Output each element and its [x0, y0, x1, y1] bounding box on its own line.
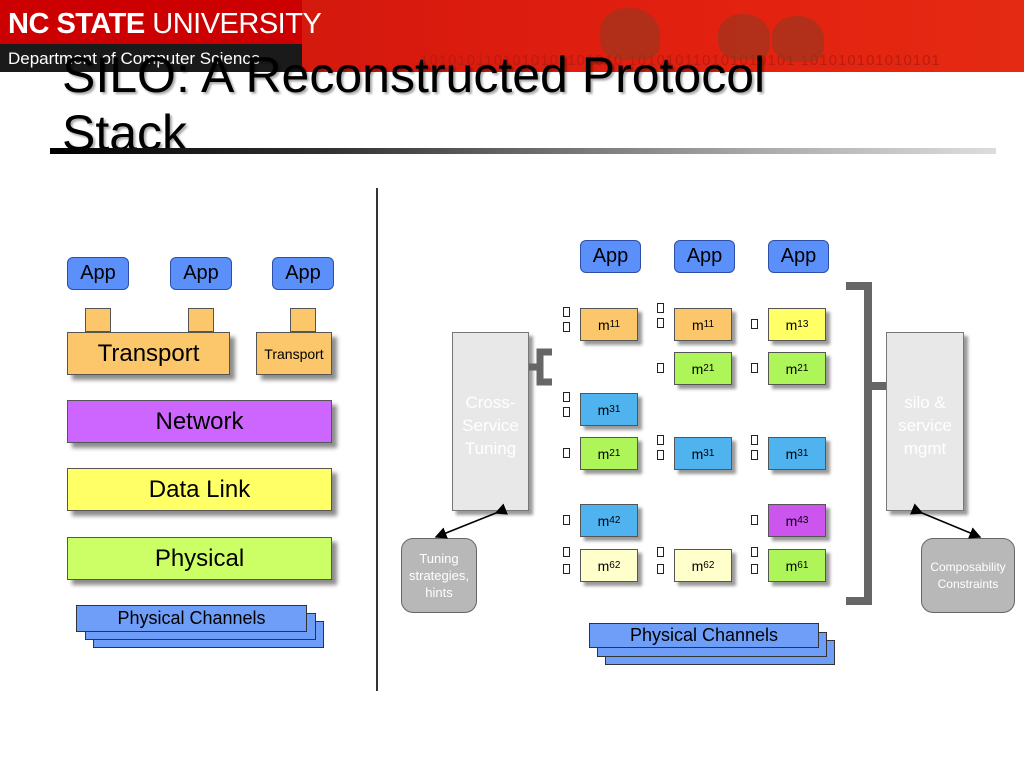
wolf-image	[772, 16, 824, 62]
connector	[751, 319, 758, 329]
transport-layer: Transport	[67, 332, 230, 375]
header-banner: NC STATE UNIVERSITY Department of Comput…	[0, 0, 1024, 72]
cross-service-tuning-panel: Cross- Service Tuning	[452, 332, 529, 511]
physical-channels-left: Physical Channels	[76, 605, 307, 632]
connector	[563, 392, 570, 402]
university-logo	[0, 0, 302, 44]
connector	[657, 450, 664, 460]
transport-port	[85, 308, 111, 332]
title-line-1: SILO: A Reconstructed Protocol	[62, 47, 766, 103]
transport-port	[188, 308, 214, 332]
physical-channels-right: Physical Channels	[589, 623, 819, 648]
left-app-3: App	[272, 257, 334, 290]
connector	[751, 547, 758, 557]
silo-service-mgmt-panel: silo & service mgmt	[886, 332, 964, 511]
connector	[563, 322, 570, 332]
connector	[751, 363, 758, 373]
panel-text: service	[898, 416, 952, 435]
title-underline	[50, 148, 996, 154]
note-text: Composability	[930, 559, 1006, 574]
connector	[657, 318, 664, 328]
composability-arrow	[910, 503, 982, 539]
connector	[563, 407, 570, 417]
note-text: hints	[425, 585, 453, 600]
physical-layer: Physical	[67, 537, 332, 580]
panel-text: Service	[462, 416, 519, 435]
connector	[751, 450, 758, 460]
connector	[657, 564, 664, 574]
network-layer: Network	[67, 400, 332, 443]
note-text: strategies,	[409, 568, 469, 583]
right-app-2: App	[674, 240, 735, 273]
slide-title: SILO: A Reconstructed Protocol Stack	[62, 46, 765, 162]
connector	[751, 435, 758, 445]
wolf-image	[718, 14, 770, 60]
right-app-3: App	[768, 240, 829, 273]
connector	[657, 435, 664, 445]
connector	[563, 448, 570, 458]
data-link-layer: Data Link	[67, 468, 332, 511]
right-app-1: App	[580, 240, 641, 273]
connector	[563, 547, 570, 557]
connector	[751, 564, 758, 574]
connector	[751, 515, 758, 525]
tuning-strategies-note: Tuning strategies, hints	[401, 538, 477, 613]
composability-constraints-note: Composability Constraints	[921, 538, 1015, 613]
note-text: Tuning	[419, 551, 459, 566]
section-divider	[376, 188, 378, 691]
transport-layer-alt: Transport	[256, 332, 332, 375]
left-app-2: App	[170, 257, 232, 290]
connector	[657, 303, 664, 313]
department-bar	[0, 44, 302, 72]
department-name: Department of Computer Science	[8, 49, 261, 68]
panel-text: Tuning	[464, 439, 517, 458]
left-app-1: App	[67, 257, 129, 290]
wolf-image	[600, 8, 660, 60]
panel-text: Cross-	[465, 393, 516, 412]
panel-text: silo &	[904, 393, 946, 412]
panel-text: mgmt	[903, 439, 947, 458]
transport-port	[290, 308, 316, 332]
tuning-arrow	[434, 503, 508, 539]
connector	[563, 515, 570, 525]
silo-bracket	[846, 282, 872, 605]
connector	[563, 307, 570, 317]
cross-service-bracket	[536, 348, 552, 386]
note-text: Constraints	[937, 576, 999, 591]
connector	[657, 363, 664, 373]
university-name: NC STATE UNIVERSITY	[8, 8, 322, 40]
connector	[657, 547, 664, 557]
connector	[563, 564, 570, 574]
